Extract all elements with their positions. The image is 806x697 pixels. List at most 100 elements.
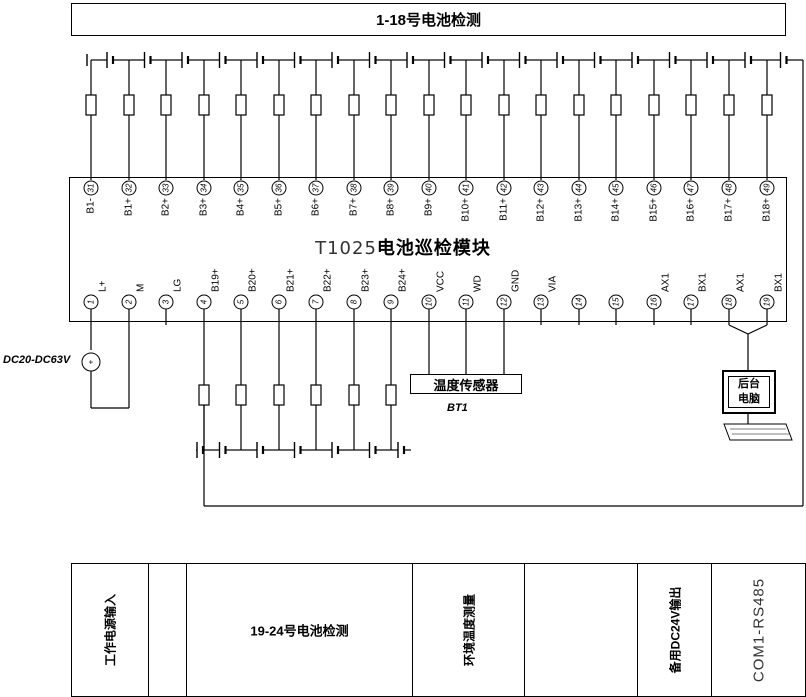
table-cell-battery-19-24: 19-24号电池检测 [187,564,413,696]
terminal-label: B16+ [686,198,697,222]
terminal-number: 48 [725,183,734,192]
terminal-number: 41 [462,184,471,193]
fuse-icon [460,94,472,116]
terminal-number: 9 [387,299,396,304]
fuse-icon [310,384,322,406]
fuse-icon [310,94,322,116]
terminal-circle [421,180,437,196]
terminal-circle [533,180,549,196]
terminal-label: B10+ [461,198,472,222]
module-title: T1025电池巡检模块 [0,234,806,260]
fuse-icon [648,94,660,116]
terminal-number: 37 [312,183,321,192]
module-model: T1025 [315,238,377,259]
table-text-rs485: COM1-RS485 [750,577,767,683]
terminal-label: B14+ [611,198,622,222]
legend-table: 工作电源输入 19-24号电池检测 环境温度测量 备用DC24V输出 COM1-… [71,563,806,697]
terminal-number: 11 [462,298,471,306]
table-text-dc24v-output: 备用DC24V输出 [668,586,682,674]
computer-label: 后台电脑 [728,376,770,408]
terminal-circle [271,180,287,196]
terminal-label: B24+ [398,268,409,292]
fuse-icon [723,94,735,116]
table-text-battery-19-24: 19-24号电池检测 [250,623,349,639]
terminal-number: 17 [687,297,696,306]
terminal-label: B2+ [161,198,172,216]
terminal-label: B20+ [248,268,259,292]
table-cell-empty-1 [149,564,187,696]
table-text-temperature: 环境温度测量 [462,593,476,667]
terminal-circle [458,180,474,196]
sensor-name: 温度传感器 [433,377,499,393]
terminal-number: 5 [237,299,246,304]
header-title: 1-18号电池检测 [375,12,482,29]
terminal-circle [83,180,99,196]
fuse-icon [123,94,135,116]
fuse-icon [198,94,210,116]
computer-line2: 电脑 [738,393,760,405]
terminal-label: B18+ [762,198,773,222]
terminal-label: AX1 [736,273,747,292]
terminal-circle [608,180,624,196]
table-cell-rs485: COM1-RS485 [712,564,805,696]
terminal-circle [196,180,212,196]
terminal-number: 12 [500,297,509,306]
battery-module-box [69,177,787,322]
terminal-label: B1- [86,198,97,214]
terminal-label: B1+ [124,198,135,216]
terminal-circle [759,180,775,196]
terminal-number: 2 [125,299,134,305]
terminal-number: 34 [200,183,209,192]
terminal-number: 46 [650,183,659,192]
terminal-number: 31 [87,184,96,193]
terminal-number: 32 [125,183,134,192]
terminal-number: 15 [612,297,621,306]
fuse-icon [198,384,210,406]
terminal-circle [571,180,587,196]
terminal-label: BX1 [698,273,709,292]
temperature-sensor: 温度传感器 [410,374,522,394]
sensor-ref: BT1 [447,402,468,414]
power-supply-label: DC20-DC63V [3,354,71,366]
fuse-icon [273,384,285,406]
terminal-number: 19 [763,297,772,306]
terminal-number: 45 [612,183,621,192]
terminal-label: B23+ [361,268,372,292]
terminal-label: LG [173,278,184,292]
terminal-label: AX1 [661,273,672,292]
terminal-circle [233,180,249,196]
terminal-circle [721,180,737,196]
fuse-icon [535,94,547,116]
fuse-icon [235,94,247,116]
terminal-number: 39 [387,183,396,192]
terminal-label: BX1 [774,273,785,292]
fuse-icon [573,94,585,116]
terminal-number: 1 [87,300,96,304]
rs485-wire [747,324,768,335]
fuse-icon [85,94,97,116]
terminal-circle [121,180,137,196]
rs485-wire [728,324,749,335]
table-cell-temperature: 环境温度测量 [413,564,525,696]
backend-computer-monitor-icon: 后台电脑 [722,370,776,414]
terminal-label: M [136,284,147,292]
terminal-number: 18 [725,297,734,306]
terminal-number: 42 [500,183,509,192]
table-cell-dc24v-output: 备用DC24V输出 [638,564,712,696]
fuse-icon [160,94,172,116]
terminal-number: 35 [237,183,246,192]
terminal-number: 16 [650,297,659,306]
terminal-circle [308,180,324,196]
terminal-number: 6 [275,299,284,304]
terminal-label: B5+ [274,198,285,216]
terminal-label: B22+ [323,268,334,292]
terminal-circle [496,180,512,196]
terminal-circle [683,180,699,196]
terminal-number: 38 [350,183,359,192]
header-title-box: 1-18号电池检测 [71,3,786,36]
fuse-icon [498,94,510,116]
terminal-label: L+ [98,280,109,292]
fuse-icon [610,94,622,116]
terminal-label: B19+ [211,268,222,292]
